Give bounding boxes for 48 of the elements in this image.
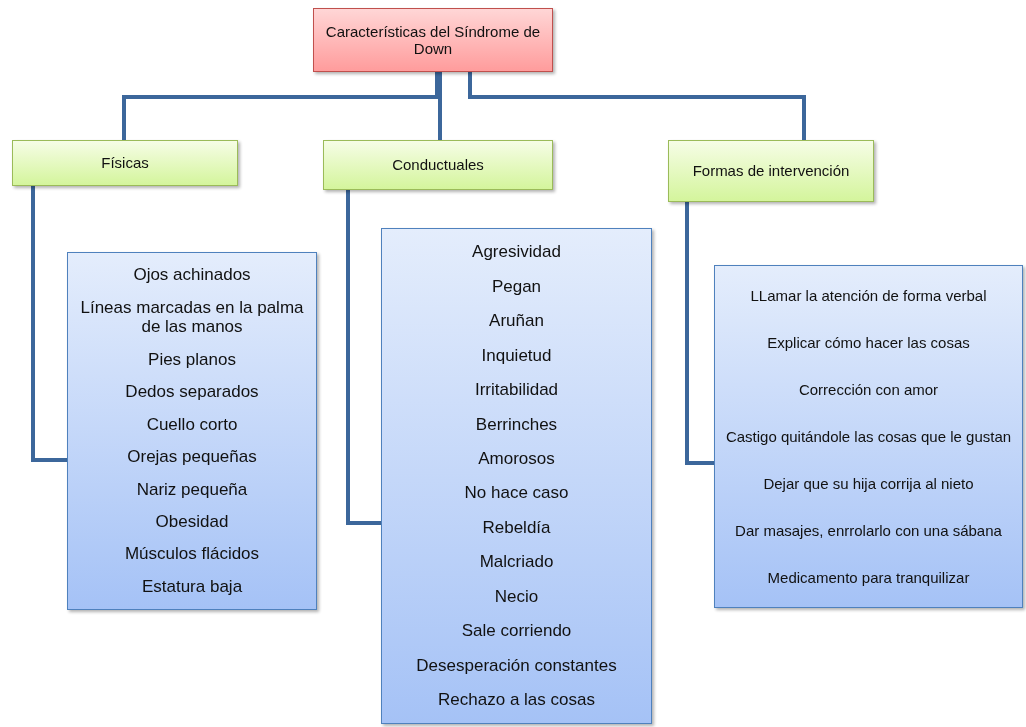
category-box (323, 140, 553, 190)
connector-line (468, 72, 806, 140)
list-box (67, 252, 317, 610)
list-item: Dedos separados (125, 382, 259, 402)
list-item: Castigo quitándole las cosas que le gustan (725, 427, 1012, 446)
title-box (313, 8, 553, 72)
list-item: Músculos flácidos (124, 544, 260, 565)
list-item: Rebeldía (482, 517, 551, 538)
connector-line (685, 202, 714, 465)
list-item: Líneas marcadas en la palma de las manos (79, 297, 305, 337)
list-item: Explicar cómo hacer las cosas (767, 333, 970, 352)
list-item: Inquietud (481, 345, 552, 366)
category-box (668, 140, 874, 202)
list-item: Ojos achinados (133, 265, 251, 285)
list-box (381, 228, 652, 724)
list-box (714, 265, 1023, 608)
node-label: Características del Síndrome de Down (324, 22, 542, 58)
list-item: Medicamento para tranquilizar (767, 568, 970, 587)
connector-line (122, 72, 439, 140)
node-label: Formas de intervención (692, 162, 850, 180)
list-item: Nariz pequeña (136, 479, 248, 500)
list-item: Corrección con amor (798, 380, 939, 399)
list-item: Obesidad (155, 512, 229, 532)
list-item: Berrinches (475, 414, 558, 435)
list-item: Pegan (491, 276, 542, 297)
connector-line (438, 72, 442, 140)
list-item: Dar masajes, enrrolarlo con una sábana (735, 521, 1002, 540)
list-item: Rechazo a las cosas (438, 689, 595, 710)
list-item: Malcriado (479, 552, 554, 572)
list-item: Amorosos (478, 448, 555, 469)
list-item: Irritabilidad (474, 380, 559, 400)
connector-line (346, 190, 381, 525)
list-item: Estatura baja (141, 576, 243, 597)
connector-line (31, 186, 67, 462)
list-item: No hace caso (464, 483, 569, 503)
node-label: Conductuales (392, 156, 484, 174)
category-box (12, 140, 238, 186)
list-item: Dejar que su hija corrija al nieto (763, 474, 974, 493)
node-label: Físicas (101, 154, 149, 172)
list-item: Desesperación constantes (416, 655, 617, 676)
list-item: Sale corriendo (461, 621, 572, 641)
list-item: LLamar la atención de forma verbal (750, 286, 987, 305)
list-item: Orejas pequeñas (127, 447, 257, 467)
list-item: Pies planos (148, 349, 236, 370)
list-item: Cuello corto (146, 414, 238, 435)
list-item: Necio (494, 586, 539, 607)
list-item: Agresividad (472, 242, 561, 262)
list-item: Aruñan (489, 311, 544, 331)
